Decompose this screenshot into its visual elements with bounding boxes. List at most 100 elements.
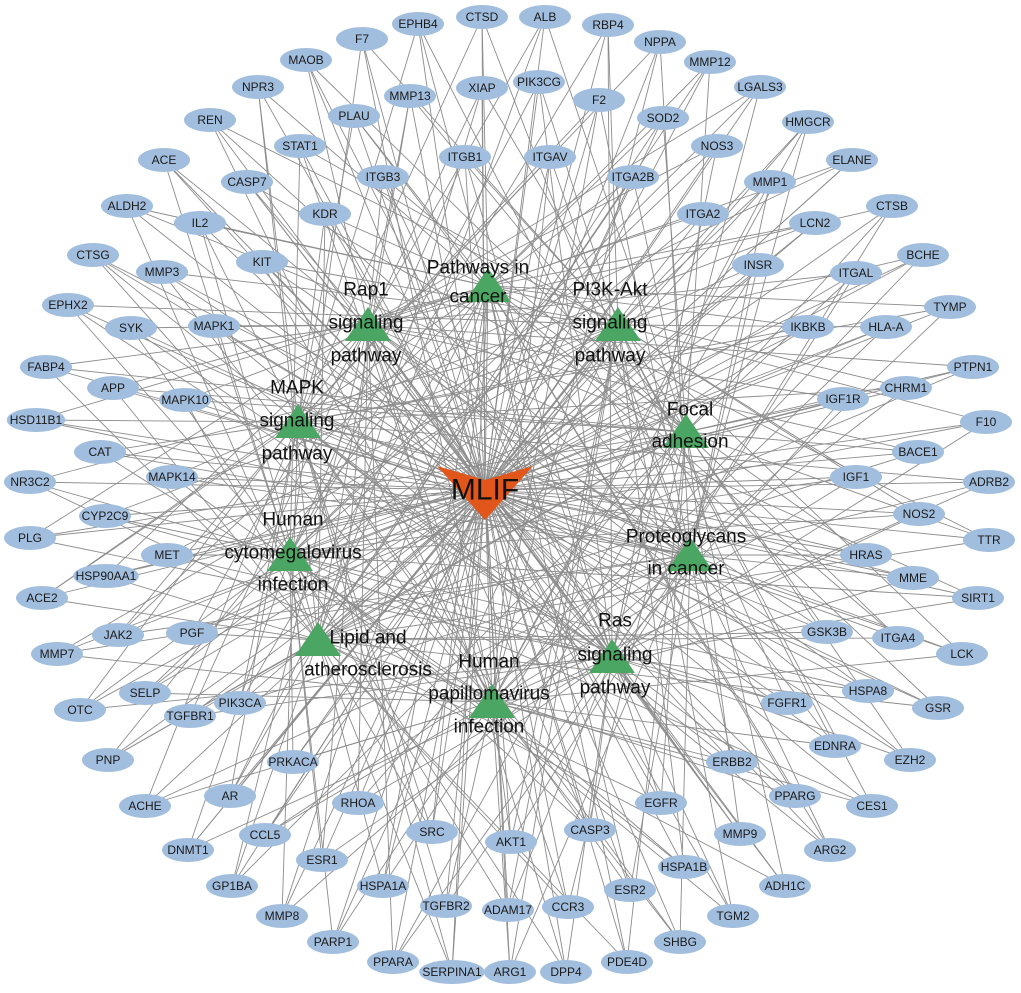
edge bbox=[144, 692, 493, 703]
edge bbox=[662, 117, 687, 433]
edge bbox=[317, 451, 919, 641]
edge bbox=[261, 261, 486, 491]
edge bbox=[35, 419, 299, 423]
target-node-ellipse bbox=[221, 170, 273, 194]
target-node-ellipse bbox=[420, 894, 472, 918]
edge bbox=[617, 324, 685, 868]
edge bbox=[289, 489, 486, 556]
edge bbox=[367, 324, 919, 453]
center-node-label: MLIF bbox=[451, 474, 519, 507]
target-node-ellipse bbox=[960, 410, 1012, 434]
target-node-ellipse bbox=[744, 170, 796, 194]
edge bbox=[484, 489, 867, 556]
target-node-ellipse bbox=[299, 202, 351, 226]
target-node-adam17: ADAM17 bbox=[482, 898, 534, 922]
edge bbox=[107, 639, 319, 761]
edge bbox=[321, 656, 613, 861]
target-node-rhoa: RHOA bbox=[332, 791, 384, 815]
edge bbox=[264, 324, 619, 836]
target-node-itgav: ITGAV bbox=[524, 145, 576, 169]
edge bbox=[445, 701, 493, 907]
target-node-label: CCL5 bbox=[250, 828, 281, 842]
target-node-ephx2: EPHX2 bbox=[42, 293, 94, 317]
edge bbox=[367, 324, 974, 368]
edge bbox=[611, 213, 704, 658]
target-node-label: CAT bbox=[88, 445, 112, 459]
edge bbox=[297, 421, 681, 943]
target-node-label: ITGA2 bbox=[686, 207, 721, 221]
target-node-ellipse bbox=[801, 620, 853, 644]
edge bbox=[611, 656, 869, 692]
target-node-ellipse bbox=[893, 502, 945, 526]
target-node-hla-a: HLA-A bbox=[860, 315, 912, 339]
target-node-arg1: ARG1 bbox=[484, 960, 536, 984]
target-node-label: CYP2C9 bbox=[82, 509, 129, 523]
edge bbox=[549, 156, 691, 556]
pathway-triangle bbox=[663, 414, 709, 448]
target-node-label: F10 bbox=[976, 415, 997, 429]
target-node-ellipse bbox=[4, 526, 56, 550]
target-node-label: NOS2 bbox=[903, 507, 936, 521]
target-node-ellipse bbox=[256, 904, 308, 928]
pathway-labels-layer: Pathways incancerRap1signalingpathwayPI3… bbox=[224, 258, 746, 738]
edge bbox=[297, 213, 326, 423]
target-node-label: ITGA4 bbox=[881, 631, 916, 645]
edge bbox=[481, 87, 687, 433]
edge bbox=[126, 205, 687, 433]
target-node-mmp3: MMP3 bbox=[136, 260, 188, 284]
edge bbox=[163, 159, 613, 658]
target-node-label: BCHE bbox=[906, 248, 939, 262]
pathway-label-line: infection bbox=[454, 717, 525, 738]
target-node-ellipse bbox=[280, 48, 332, 72]
target-node-ellipse bbox=[384, 84, 436, 108]
edge bbox=[484, 489, 869, 692]
target-node-label: SOD2 bbox=[647, 111, 680, 125]
target-node-fgfr1: FGFR1 bbox=[761, 691, 813, 715]
edge bbox=[239, 554, 691, 704]
edge bbox=[484, 272, 857, 491]
target-node-label: HSPA1B bbox=[661, 860, 707, 874]
edge bbox=[130, 327, 291, 556]
edge bbox=[317, 117, 664, 641]
edge bbox=[289, 513, 920, 556]
edge bbox=[289, 156, 466, 556]
pathway-label-line: Proteoglycans bbox=[626, 527, 746, 548]
edge bbox=[317, 631, 828, 641]
target-node-f2: F2 bbox=[573, 88, 625, 112]
target-node-label: MMP7 bbox=[40, 647, 75, 661]
edge bbox=[484, 489, 493, 703]
target-node-label: ACE bbox=[152, 153, 177, 167]
edge bbox=[491, 701, 512, 843]
target-node-label: MAOB bbox=[288, 53, 323, 67]
target-node-label: KIT bbox=[253, 255, 272, 269]
edge bbox=[67, 304, 291, 556]
target-node-label: AR bbox=[222, 789, 239, 803]
edge bbox=[431, 489, 486, 833]
pathway-label-line: infection bbox=[258, 575, 329, 596]
edge bbox=[317, 639, 786, 887]
target-node-label: ACHE bbox=[128, 799, 161, 813]
target-node-hsp90aa1: HSP90AA1 bbox=[73, 564, 139, 588]
edge bbox=[491, 701, 685, 868]
target-node-syk: SYK bbox=[105, 316, 157, 340]
edge bbox=[332, 701, 493, 943]
edge bbox=[213, 325, 291, 556]
edge bbox=[357, 489, 486, 804]
target-node-otc: OTC bbox=[54, 698, 106, 722]
target-node-label: CTSB bbox=[876, 199, 908, 213]
edge bbox=[487, 285, 867, 556]
target-node-label: REN bbox=[197, 113, 222, 127]
target-node-ellipse bbox=[73, 564, 139, 588]
target-node-ellipse bbox=[166, 621, 218, 645]
target-node-nppa: NPPA bbox=[634, 30, 686, 54]
edge bbox=[367, 324, 844, 400]
target-node-label: ARG2 bbox=[814, 843, 847, 857]
edge bbox=[487, 285, 809, 328]
target-node-label: NOS3 bbox=[701, 139, 734, 153]
target-node-lck: LCK bbox=[936, 642, 988, 666]
target-node-ellipse bbox=[74, 440, 126, 464]
target-node-f7: F7 bbox=[336, 27, 388, 51]
